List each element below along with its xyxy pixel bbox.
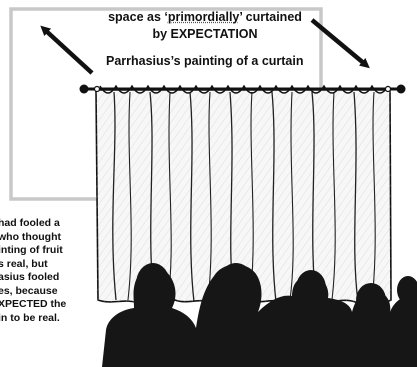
top-caption: space as ‘primordially’ curtained by EXP… <box>50 9 360 43</box>
top-caption-line2: by EXPECTATION <box>152 27 257 41</box>
side-caption-line: s real, but <box>0 258 48 270</box>
side-caption-line: who thought <box>0 231 61 243</box>
top-caption-emphasis: primordially <box>168 10 240 24</box>
top-caption-line1-end: ’ curtained <box>239 10 302 24</box>
side-caption-line: XPECTED the <box>0 298 66 310</box>
side-caption-line: inting of fruit <box>0 244 63 256</box>
side-caption-line: asius fooled <box>0 271 59 283</box>
side-caption-line: in to be real. <box>0 312 60 324</box>
top-caption-line1-start: space as ‘ <box>108 10 168 24</box>
side-caption: had fooled a who thought inting of fruit… <box>0 217 90 325</box>
side-caption-line: es, because <box>0 285 58 297</box>
painting-caption: Parrhasius’s painting of a curtain <box>106 54 304 68</box>
side-caption-line: had fooled a <box>0 217 60 229</box>
